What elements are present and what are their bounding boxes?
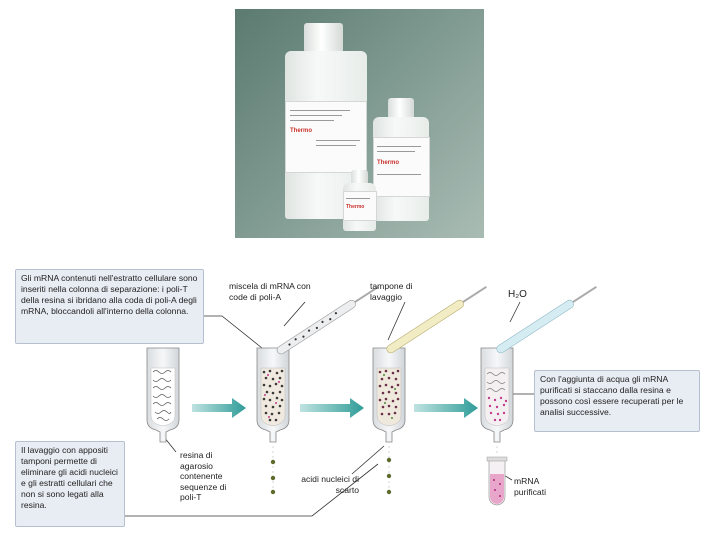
column-3 — [372, 347, 406, 495]
medium-bottle-cap — [388, 98, 414, 120]
column-4 — [480, 347, 514, 506]
pointer-lines — [125, 301, 538, 517]
pointer-water — [509, 301, 521, 323]
pipette-mix — [276, 285, 379, 355]
small-bottle-cap — [351, 170, 368, 186]
wash-description: Il lavaggio con appositi tamponi permett… — [15, 441, 125, 527]
pipette-buffer — [386, 285, 487, 354]
medium-bottle-label: Thermo — [373, 137, 430, 197]
pipette-water — [496, 285, 597, 354]
label-waste: acidi nucleici di scarto — [301, 474, 359, 495]
flow-arrow-3 — [414, 398, 478, 418]
pointer-box-top — [204, 315, 263, 349]
flow-arrow-2 — [300, 398, 364, 418]
label-resin: resina di agarosio contenente sequenze d… — [180, 450, 227, 502]
pointer-mix — [283, 301, 306, 327]
label-mix: miscela di mRNA con code di poli-A — [229, 281, 311, 302]
column-1 — [146, 347, 180, 443]
pointer-buffer — [387, 301, 406, 341]
label-water: H₂O — [508, 289, 527, 300]
flow-arrow-1 — [192, 398, 246, 418]
step1-description: Gli mRNA contenuti nell'estratto cellula… — [15, 269, 204, 344]
product-photo: Thermo Thermo Thermo — [235, 9, 484, 238]
column-2 — [256, 347, 290, 495]
large-bottle-cap — [304, 23, 343, 53]
label-buffer: tampone di lavaggio — [370, 281, 413, 302]
pointer-waste — [351, 445, 385, 475]
pointer-box-bottom — [125, 463, 379, 517]
large-bottle-label: Thermo — [285, 101, 367, 173]
label-mrna: mRNA purificati — [514, 476, 546, 497]
elution-description: Con l'aggiunta di acqua gli mRNA purific… — [534, 370, 700, 432]
small-bottle-label: Thermo — [343, 191, 377, 221]
